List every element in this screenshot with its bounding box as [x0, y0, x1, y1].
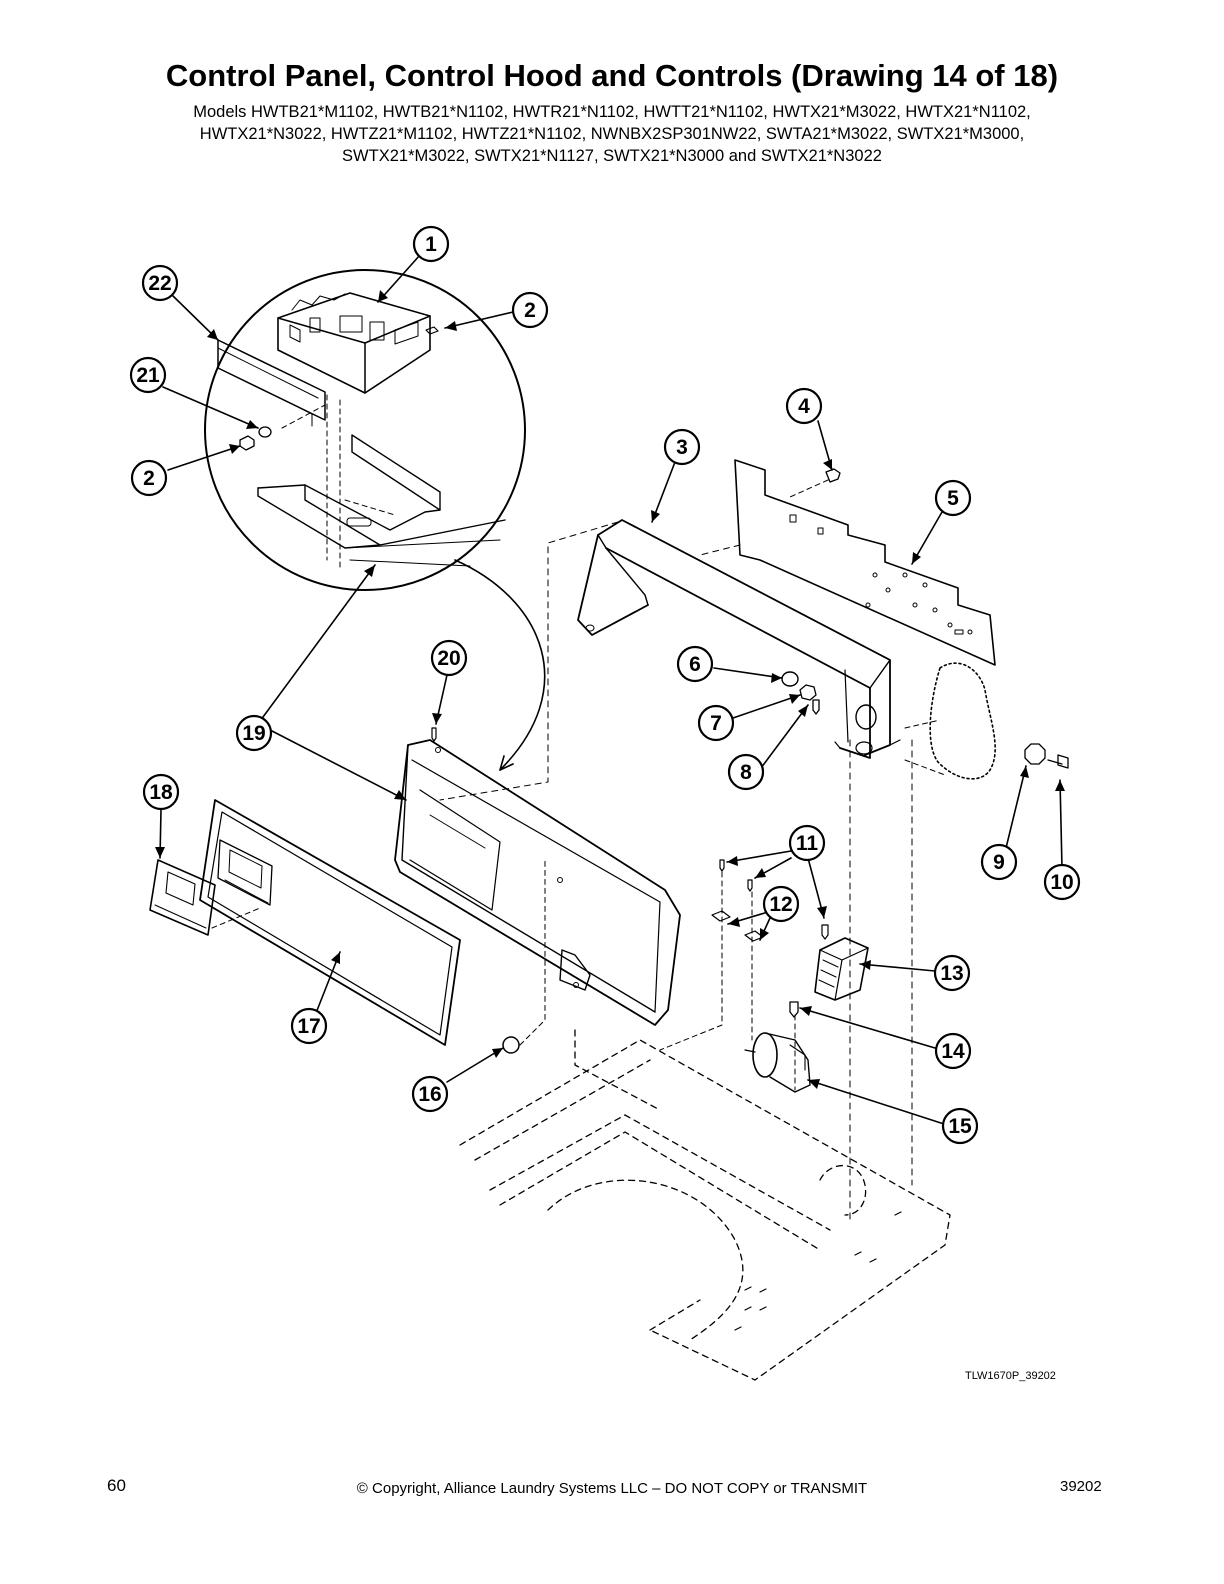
callout-12: 12 [769, 893, 792, 916]
callout-numbers: 1 2 2 3 4 5 6 7 8 9 10 11 12 13 14 15 16… [136, 233, 1073, 1138]
models-line-1: Models HWTB21*M1102, HWTB21*N1102, HWTR2… [193, 103, 1031, 121]
console-overlay [199, 799, 461, 1046]
document-number: 39202 [1060, 1478, 1102, 1495]
control-panel-frame [394, 739, 681, 1026]
control-hood [577, 519, 901, 759]
keypad-overlay [149, 859, 216, 936]
callout-19: 19 [242, 722, 265, 745]
callout-2-lower: 2 [143, 467, 155, 490]
callout-14: 14 [941, 1040, 965, 1063]
leader-lines [159, 254, 1063, 1125]
callout-16: 16 [418, 1083, 441, 1106]
models-line-2: HWTX21*N3022, HWTZ21*M1102, HWTZ21*N1102… [199, 125, 1025, 143]
callout-21: 21 [136, 364, 160, 387]
callout-15: 15 [948, 1115, 972, 1138]
back-panel [734, 459, 996, 666]
page-number: 60 [107, 1476, 126, 1495]
page-title: Control Panel, Control Hood and Controls… [165, 58, 1059, 93]
callout-7: 7 [710, 712, 722, 735]
callout-20: 20 [437, 647, 460, 670]
cabinet-top-outline [459, 1029, 951, 1381]
callout-13: 13 [940, 962, 963, 985]
callout-4: 4 [798, 395, 810, 418]
models-line-3: SWTX21*M3022, SWTX21*N1127, SWTX21*N3000… [342, 147, 882, 165]
callout-10: 10 [1050, 871, 1073, 894]
callout-22: 22 [148, 272, 171, 295]
detail-circle [204, 269, 526, 591]
copyright-notice: © Copyright, Alliance Laundry Systems LL… [356, 1480, 868, 1497]
callout-3: 3 [676, 436, 688, 459]
leader-arrowheads [155, 290, 1065, 1089]
callout-5: 5 [947, 487, 959, 510]
callout-2-upper: 2 [524, 299, 536, 322]
callout-18: 18 [149, 781, 173, 804]
callout-1: 1 [425, 233, 437, 256]
callout-8: 8 [740, 761, 752, 784]
drawing-code: TLW1670P_39202 [965, 1370, 1056, 1382]
callout-6: 6 [689, 653, 701, 676]
callout-9: 9 [993, 851, 1005, 874]
callout-11: 11 [796, 832, 819, 855]
callout-circles [129, 225, 1081, 1145]
callout-17: 17 [297, 1015, 320, 1038]
